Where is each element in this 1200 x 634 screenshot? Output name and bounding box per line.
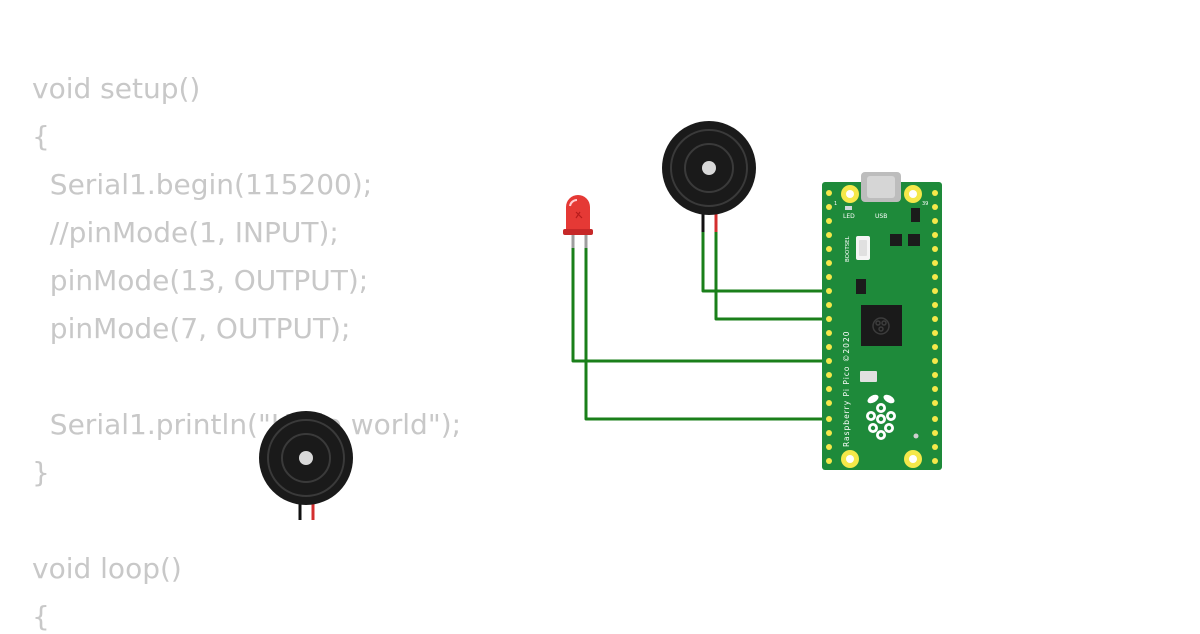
code-line-1: void setup(): [32, 72, 201, 105]
board-name-label: Raspberry Pi Pico ©2020: [842, 331, 851, 448]
wires: [571, 228, 830, 421]
pin-39-label: 39: [922, 201, 928, 207]
wire-buzzer-black[interactable]: [701, 228, 830, 293]
led-label: LED: [843, 213, 855, 220]
buzzer-top[interactable]: [662, 121, 756, 232]
buzzer-bottom[interactable]: [259, 411, 353, 520]
pin-1-label: 1: [834, 201, 837, 207]
code-line-4: //pinMode(1, INPUT);: [32, 216, 339, 249]
code-line-5: pinMode(13, OUTPUT);: [32, 264, 369, 297]
bootsel-label: BOOTSEL: [845, 235, 851, 262]
wire-buzzer-red[interactable]: [714, 228, 830, 321]
code-line-11: void loop(): [32, 552, 182, 585]
code-line-6: pinMode(7, OUTPUT);: [32, 312, 351, 345]
pin-header-left: [826, 190, 832, 464]
led-red[interactable]: [563, 195, 593, 248]
chip-logo-icon: [872, 317, 890, 335]
raspberry-pi-pico[interactable]: 1 39 LED USB BOOTSEL Raspberry Pi Pico ©…: [822, 172, 942, 470]
rp2040-chip: [861, 305, 902, 346]
code-line-12: {: [32, 600, 50, 633]
code-line-2: {: [32, 120, 50, 153]
wire-led-anode[interactable]: [584, 246, 830, 421]
onboard-led: [845, 206, 852, 210]
usb-label: USB: [875, 213, 887, 220]
wire-led-cathode[interactable]: [571, 246, 830, 363]
code-line-3: Serial1.begin(115200);: [32, 168, 373, 201]
pin-header-right: [932, 190, 938, 464]
code-line-9: }: [32, 456, 50, 489]
